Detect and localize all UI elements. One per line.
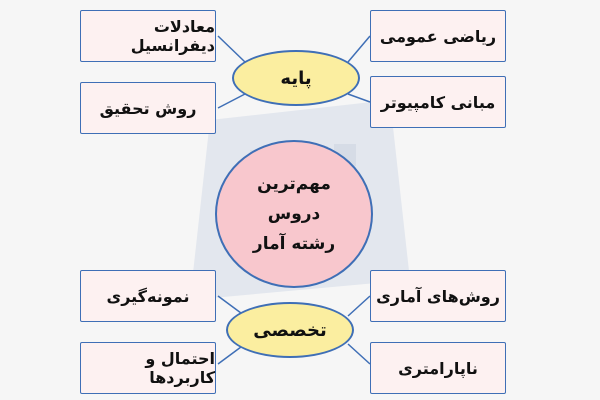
connector-line [347, 295, 371, 317]
central-topic-line-2: دروس [267, 204, 321, 224]
connector-line [217, 35, 246, 63]
central-topic-line-1: مهم‌ترین [257, 174, 331, 194]
central-topic-line-3: رشته آمار [252, 234, 336, 254]
course-nonparametric: ناپارامتری [370, 342, 506, 394]
course-statistical-methods: روش‌های آماری [370, 270, 506, 322]
course-sampling: نمونه‌گیری [80, 270, 216, 322]
course-probability: احتمال و کاربردها [80, 342, 216, 394]
connector-line [347, 93, 371, 103]
connector-line [217, 93, 246, 109]
course-differential-equations: معادلات دیفرانسیل [80, 10, 216, 62]
course-computer-basics: مبانی کامپیوتر [370, 76, 506, 128]
connector-line [347, 343, 371, 365]
category-basic: پایه [232, 50, 360, 106]
central-topic: مهم‌ترین دروس رشته آمار [215, 140, 373, 288]
course-research-method: روش تحقیق [80, 82, 216, 134]
connector-line [347, 35, 371, 63]
category-specialized: تخصصی [226, 302, 354, 358]
course-general-math: ریاضی عمومی [370, 10, 506, 62]
